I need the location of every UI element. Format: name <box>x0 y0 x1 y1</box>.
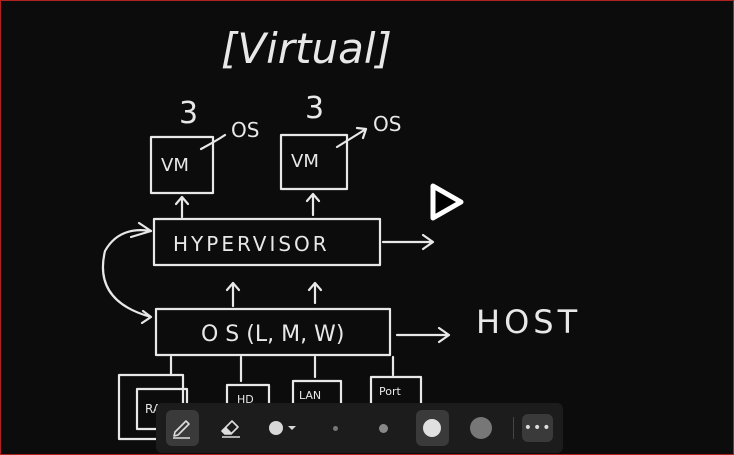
pen-tool-button[interactable] <box>166 410 199 446</box>
eraser-icon <box>221 420 240 438</box>
vm-right-count: 3 <box>305 91 324 126</box>
pen-icon <box>173 420 191 439</box>
loop-arrow-top <box>129 221 153 239</box>
hypervisor-box <box>152 217 382 267</box>
size-xs-dot <box>332 425 338 431</box>
hw-lines <box>169 355 395 383</box>
os-host-arrow <box>395 326 451 344</box>
hw-port-label: Port <box>379 385 401 398</box>
vm-left-arrow <box>199 133 227 151</box>
hw-lan-label: LAN <box>299 389 321 402</box>
toolbar-divider <box>513 417 515 439</box>
vm-right-box <box>279 133 349 191</box>
vm-right-label: VM <box>291 151 319 172</box>
os-box-label: O S (L, M, W) <box>201 322 344 347</box>
more-options-button[interactable]: ••• <box>522 414 553 442</box>
size-l-dot <box>470 417 492 439</box>
loop-arrow <box>101 229 153 325</box>
arrow-hyp-to-vm-right <box>305 192 321 217</box>
chevron-down-icon <box>288 426 297 430</box>
size-s-dot <box>379 423 389 433</box>
size-s-button[interactable] <box>368 410 401 446</box>
size-l-button[interactable] <box>465 410 498 446</box>
size-m-button[interactable] <box>416 410 449 446</box>
vm-left-box <box>149 135 215 195</box>
arrow-os-to-hyp-right <box>307 281 323 305</box>
vm-left-label: VM <box>161 155 189 176</box>
color-picker-button[interactable] <box>263 410 303 446</box>
size-m-dot <box>423 419 442 437</box>
vm-left-os: OS <box>231 118 259 142</box>
host-label: HOST <box>476 303 581 341</box>
vm-left-count: 3 <box>179 96 198 131</box>
vm-right-arrow <box>335 126 368 149</box>
vm-right-os: OS <box>373 112 401 136</box>
arrow-os-to-hyp-left <box>225 281 241 308</box>
play-icon[interactable] <box>427 182 467 222</box>
drawing-toolbar: ••• <box>156 403 563 453</box>
size-xs-button[interactable] <box>319 410 352 446</box>
os-box <box>154 307 392 357</box>
eraser-tool-button[interactable] <box>215 410 248 446</box>
title-text: [Virtual] <box>221 24 392 73</box>
hw-hd-label: HD <box>237 393 254 406</box>
hypervisor-label: HYPERVISOR <box>173 232 330 256</box>
color-swatch-icon <box>269 421 297 435</box>
hypervisor-arrow <box>381 233 435 251</box>
arrow-hyp-to-vm-left <box>174 195 190 219</box>
